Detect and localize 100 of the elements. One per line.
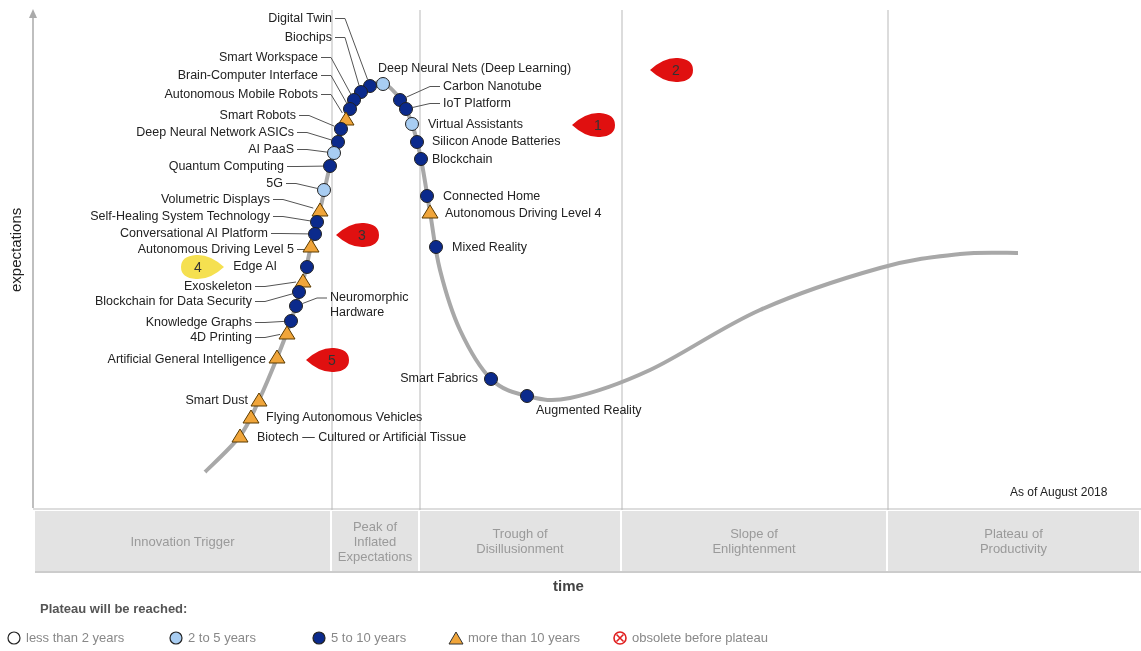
circle-marker [317, 183, 331, 197]
triangle-marker [268, 349, 286, 364]
leader-line [270, 233, 309, 235]
leader-line [334, 37, 360, 86]
circle-marker [284, 314, 298, 328]
technology-label: Smart Workspace [218, 50, 318, 65]
technology-label: 5G [266, 176, 283, 191]
circle-marker [289, 299, 303, 313]
axis-label: time [553, 578, 584, 593]
technology-label: Neuromorphic Hardware [330, 290, 425, 320]
callout-marker [306, 347, 350, 373]
leader-line [254, 320, 285, 323]
legend-text: obsolete before plateau [632, 630, 768, 645]
technology-label: Biotech — Cultured or Artificial Tissue [257, 430, 467, 445]
callout-marker [572, 112, 616, 138]
leader-line [285, 183, 318, 189]
technology-label: Autonomous Driving Level 5 [137, 242, 294, 257]
legend-heading: Plateau will be reached: [40, 601, 188, 616]
callout-number: 4 [193, 259, 203, 275]
technology-label: Blockchain [432, 152, 493, 167]
date-note: As of August 2018 [1010, 485, 1108, 500]
leader-line [320, 75, 348, 104]
leader-line [298, 115, 336, 127]
technology-label: Silicon Anode Batteries [432, 134, 561, 149]
phase-label: Peak of Inflated Expectations [336, 518, 414, 564]
phase-band [622, 511, 888, 571]
technology-label: Deep Neural Network ASICs [136, 125, 294, 140]
circle-marker [410, 135, 424, 149]
circle-marker [300, 260, 314, 274]
leader-line [320, 94, 343, 114]
technology-label: Self-Healing System Technology [90, 209, 270, 224]
legend-text: 2 to 5 years [188, 630, 256, 645]
technology-label: Smart Fabrics [400, 371, 478, 386]
phase-band [420, 511, 622, 571]
triangle-marker [421, 204, 439, 219]
circle-marker [420, 189, 434, 203]
circle-marker [399, 102, 413, 116]
circle-marker [376, 77, 390, 91]
triangle-marker [242, 409, 260, 424]
callout-marker [650, 57, 694, 83]
phase-band [888, 511, 1141, 571]
technology-label: Autonomous Mobile Robots [164, 87, 318, 102]
leader-line [334, 18, 369, 80]
technology-label: Blockchain for Data Security [95, 294, 252, 309]
technology-label: Deep Neural Nets (Deep Learning) [378, 61, 572, 76]
leader-line [272, 199, 314, 209]
technology-label: Exoskeleton [183, 279, 252, 294]
technology-label: IoT Platform [443, 96, 511, 111]
technology-label: Virtual Assistants [428, 117, 523, 132]
triangle-marker [278, 325, 296, 340]
technology-label: Autonomous Driving Level 4 [445, 206, 602, 221]
legend-text: 5 to 10 years [331, 630, 407, 645]
circle-marker [327, 146, 341, 160]
technology-label: Biochips [284, 30, 332, 45]
technology-label: Brain-Computer Interface [177, 68, 318, 83]
technology-label: Carbon Nanotube [443, 79, 542, 94]
circle-marker [308, 227, 322, 241]
callout-marker [336, 222, 380, 248]
technology-label: Mixed Reality [452, 240, 528, 255]
technology-label: Edge AI [233, 259, 277, 274]
callout-number: 1 [593, 117, 603, 133]
technology-label: Conversational AI Platform [120, 226, 268, 241]
leader-line [405, 86, 441, 98]
triangle-marker [231, 428, 249, 443]
phase-label: Innovation Trigger [130, 533, 235, 549]
leader-line [286, 165, 324, 167]
leader-line [254, 281, 297, 287]
phase-band [35, 511, 332, 571]
technology-label: Digital Twin [268, 11, 332, 26]
axis-label: expectations [8, 207, 23, 292]
technology-label: 4D Printing [190, 330, 252, 345]
technology-label: Quantum Computing [168, 159, 284, 174]
callout-number: 5 [327, 352, 337, 368]
circle-marker [292, 285, 306, 299]
triangle-marker [250, 392, 268, 407]
phase-label: Trough of Disillusionment [475, 526, 565, 556]
technology-label: Volumetric Displays [160, 192, 270, 207]
triangle-marker [302, 238, 320, 253]
technology-label: Smart Robots [219, 108, 296, 123]
callout-number: 3 [357, 227, 367, 243]
leader-line [272, 216, 311, 222]
circle-marker [414, 152, 428, 166]
leader-line [302, 297, 328, 304]
technology-label: Smart Dust [185, 393, 248, 408]
circle-marker [520, 389, 534, 403]
circle-marker [484, 372, 498, 386]
technology-label: Augmented Reality [536, 403, 642, 418]
leader-line [254, 333, 281, 338]
circle-marker [323, 159, 337, 173]
technology-label: Flying Autonomous Vehicles [266, 410, 423, 425]
technology-label: Artificial General Intelligence [107, 352, 266, 367]
phase-label: Plateau of Productivity [978, 526, 1049, 556]
technology-label: Connected Home [443, 189, 541, 204]
leader-line [296, 132, 332, 141]
leader-line [254, 293, 293, 302]
leader-line [320, 57, 352, 95]
callout-marker [180, 254, 224, 280]
leader-line [296, 149, 328, 153]
phase-label: Slope of Enlightenment [711, 526, 797, 556]
triangle-marker [311, 202, 329, 217]
